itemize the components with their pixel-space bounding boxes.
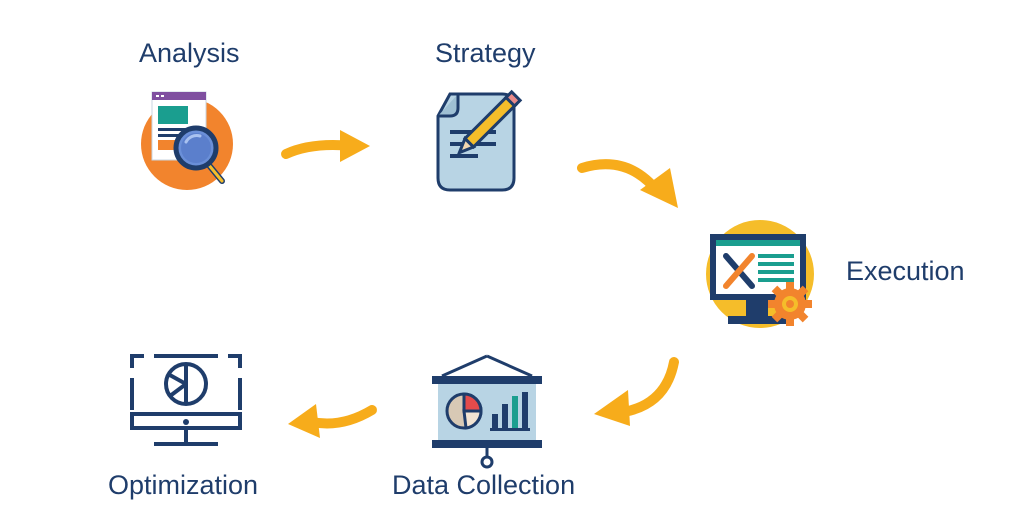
step-label-execution: Execution bbox=[846, 256, 965, 286]
step-label-data-collection: Data Collection bbox=[392, 470, 576, 500]
arrow-analysis-to-strategy bbox=[281, 130, 370, 162]
step-label-optimization: Optimization bbox=[108, 470, 259, 500]
arrow-execution-to-data-collection bbox=[594, 357, 679, 426]
arrow-strategy-to-execution bbox=[577, 159, 678, 208]
data-collection-presentation-board-icon bbox=[432, 354, 542, 469]
step-label-strategy: Strategy bbox=[435, 38, 536, 68]
arrow-data-collection-to-optimization bbox=[288, 404, 377, 438]
execution-monitor-tools-icon bbox=[706, 220, 814, 328]
optimization-monitor-chart-icon bbox=[130, 354, 242, 446]
strategy-document-pencil-icon bbox=[436, 89, 523, 192]
analysis-magnifier-icon bbox=[141, 91, 233, 190]
step-label-analysis: Analysis bbox=[139, 38, 240, 68]
